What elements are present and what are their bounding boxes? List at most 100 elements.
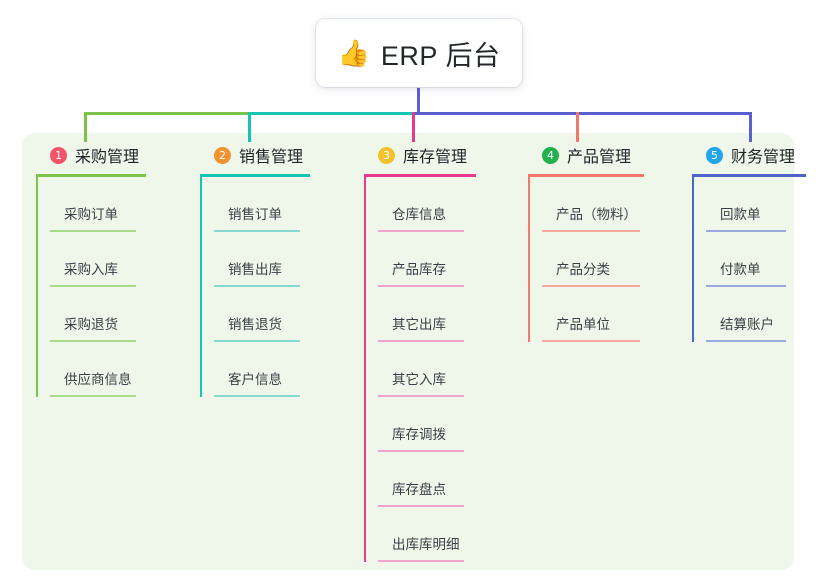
leaf-label: 付款单 (720, 262, 761, 277)
branch-leaf-list: 销售订单销售出库销售退货客户信息 (200, 177, 348, 397)
leaf-underline (50, 230, 136, 232)
leaf-item[interactable]: 库存调拨 (378, 397, 510, 452)
leaf-label: 回款单 (720, 207, 761, 222)
branch-leaf-list: 产品（物料） 产品分类产品单位 (528, 177, 674, 342)
leaf-label: 供应商信息 (64, 372, 132, 387)
leaf-item[interactable]: 其它入库 (378, 342, 510, 397)
leaf-label: 仓库信息 (392, 207, 446, 222)
leaf-underline (378, 285, 464, 287)
branch-drop-2 (248, 112, 251, 142)
leaf-label: 销售订单 (228, 207, 282, 222)
branch-header-产品管理[interactable]: 4 产品管理 (528, 142, 674, 168)
leaf-item[interactable]: 采购入库 (50, 232, 186, 287)
root-node-card[interactable]: 👍 ERP 后台 (316, 19, 522, 87)
branch-underline (36, 174, 146, 177)
leaf-item[interactable]: 采购订单 (50, 177, 186, 232)
leaf-underline (378, 560, 464, 562)
leaf-label: 库存调拨 (392, 427, 446, 442)
leaf-item[interactable]: 采购退货 (50, 287, 186, 342)
leaf-item[interactable]: 产品库存 (378, 232, 510, 287)
leaf-label: 销售退货 (228, 317, 282, 332)
leaf-underline (50, 395, 136, 397)
leaf-underline (50, 340, 136, 342)
branch-drop-3 (412, 112, 415, 142)
leaf-underline (214, 230, 300, 232)
leaf-label: 产品单位 (556, 317, 610, 332)
leaf-item[interactable]: 产品分类 (542, 232, 674, 287)
leaf-label: 采购退货 (64, 317, 118, 332)
root-trunk-connector (417, 87, 420, 114)
branch-drop-5 (749, 112, 752, 142)
leaf-item[interactable]: 库存盘点 (378, 452, 510, 507)
leaf-item[interactable]: 出库库明细 (378, 507, 510, 562)
branch-spine (692, 177, 694, 342)
leaf-item[interactable]: 销售出库 (214, 232, 348, 287)
branch-column-1: 1 采购管理采购订单采购入库采购退货供应商信息 (36, 142, 186, 397)
leaf-label: 采购订单 (64, 207, 118, 222)
leaf-label: 出库库明细 (392, 537, 460, 552)
leaf-item[interactable]: 付款单 (706, 232, 822, 287)
branch-underline (364, 174, 476, 177)
branch-underline (200, 174, 310, 177)
branch-drop-1 (84, 112, 87, 142)
branch-title: 产品管理 (567, 149, 632, 166)
branch-leaf-list: 采购订单采购入库采购退货供应商信息 (36, 177, 186, 397)
leaf-item[interactable]: 产品单位 (542, 287, 674, 342)
leaf-underline (50, 285, 136, 287)
leaf-underline (542, 230, 640, 232)
leaf-underline (378, 450, 464, 452)
leaf-underline (214, 340, 300, 342)
leaf-label: 产品（物料） (556, 207, 637, 222)
bus-segment-1 (85, 112, 250, 115)
branch-header-采购管理[interactable]: 1 采购管理 (36, 142, 186, 168)
leaf-item[interactable]: 其它出库 (378, 287, 510, 342)
leaf-underline (542, 340, 640, 342)
leaf-item[interactable]: 结算账户 (706, 287, 822, 342)
leaf-underline (378, 395, 464, 397)
leaf-underline (706, 285, 786, 287)
leaf-item[interactable]: 销售订单 (214, 177, 348, 232)
leaf-label: 产品分类 (556, 262, 610, 277)
leaf-item[interactable]: 产品（物料） (542, 177, 674, 232)
branch-title: 采购管理 (75, 149, 140, 166)
leaf-item[interactable]: 销售退货 (214, 287, 348, 342)
leaf-item[interactable]: 仓库信息 (378, 177, 510, 232)
leaf-underline (706, 340, 786, 342)
leaf-label: 客户信息 (228, 372, 282, 387)
thumbs-up-icon: 👍 (337, 38, 370, 68)
leaf-label: 销售出库 (228, 262, 282, 277)
leaf-item[interactable]: 客户信息 (214, 342, 348, 397)
bus-segment-2 (249, 112, 414, 115)
branch-spine (200, 177, 202, 397)
branch-number-badge: 5 (706, 146, 723, 164)
branch-spine (528, 177, 530, 342)
leaf-underline (378, 505, 464, 507)
leaf-underline (542, 285, 640, 287)
leaf-item[interactable]: 供应商信息 (50, 342, 186, 397)
leaf-item[interactable]: 回款单 (706, 177, 822, 232)
leaf-underline (214, 285, 300, 287)
bus-segment-3 (413, 112, 752, 115)
branch-underline (692, 174, 806, 177)
branch-leaf-list: 仓库信息产品库存其它出库其它入库库存调拨库存盘点出库库明细 (364, 177, 510, 562)
leaf-underline (214, 395, 300, 397)
leaf-label: 其它出库 (392, 317, 446, 332)
leaf-label: 产品库存 (392, 262, 446, 277)
branch-number-badge: 4 (542, 146, 559, 164)
branch-spine (36, 177, 38, 397)
branch-number-badge: 1 (50, 146, 67, 164)
branch-drop-4 (576, 112, 579, 142)
root-node-content: 👍 ERP 后台 (338, 34, 501, 73)
branch-title: 库存管理 (403, 149, 468, 166)
leaf-underline (378, 340, 464, 342)
branch-column-4: 4 产品管理产品（物料） 产品分类产品单位 (528, 142, 674, 342)
branch-number-badge: 2 (214, 146, 231, 164)
branch-spine (364, 177, 366, 562)
